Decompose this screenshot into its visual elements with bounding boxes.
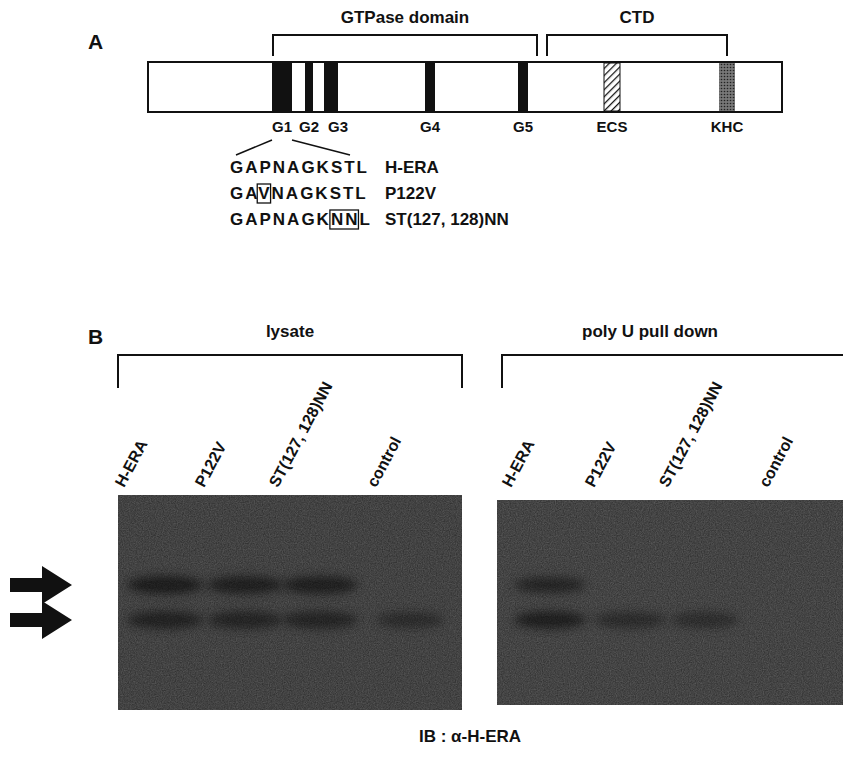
motif-label: G5: [513, 118, 533, 135]
motif-band: [425, 62, 435, 112]
sequence-text: GAPNAGKSTL: [230, 158, 369, 178]
panel-letter: B: [88, 325, 103, 349]
domain-bracket: [273, 35, 537, 56]
lane-label: H-ERA: [499, 437, 539, 490]
domain-bracket: [547, 35, 727, 56]
construct-name: H-ERA: [385, 158, 439, 178]
motif-label: G3: [328, 118, 348, 135]
band-arrow: [10, 601, 72, 639]
sequence-text: GAPNAGKNNL: [230, 210, 372, 230]
domain-label: CTD: [620, 8, 655, 28]
lane-label: H-ERA: [112, 437, 152, 490]
motif-label: ECS: [597, 118, 628, 135]
zoom-line: [236, 140, 272, 155]
ecs-band: [604, 63, 620, 111]
western-blot: [497, 500, 843, 705]
western-blot: [118, 495, 462, 710]
motif-label: KHC: [711, 118, 744, 135]
lane-label: control: [364, 433, 406, 490]
motif-label: G1: [272, 118, 292, 135]
protein-bar: [148, 62, 782, 112]
lane-label: control: [756, 433, 798, 490]
antibody-label: IB : α-H-ERA: [419, 727, 521, 747]
khc-band: [719, 63, 735, 111]
group-label: poly U pull down: [582, 322, 718, 342]
lane-label: P122V: [582, 439, 621, 490]
band-arrow: [10, 566, 72, 604]
construct-name: ST(127, 128)NN: [385, 210, 509, 230]
motif-label: G2: [299, 118, 319, 135]
lane-bracket: [118, 355, 462, 388]
construct-name: P122V: [385, 184, 436, 204]
motif-label: G4: [420, 118, 440, 135]
domain-label: GTPase domain: [341, 8, 469, 28]
lane-label: ST(127, 128)NN: [656, 379, 727, 490]
panel-letter: A: [88, 30, 103, 54]
motif-band: [272, 62, 292, 112]
zoom-line: [292, 140, 350, 155]
motif-band: [518, 62, 528, 112]
lane-label: ST(127, 128)NN: [266, 379, 337, 490]
lane-label: P122V: [192, 439, 231, 490]
motif-band: [305, 62, 313, 112]
group-label: lysate: [266, 322, 314, 342]
lane-bracket: [502, 355, 843, 388]
motif-band: [324, 62, 338, 112]
sequence-text: GAVNAGKSTL: [230, 184, 368, 204]
